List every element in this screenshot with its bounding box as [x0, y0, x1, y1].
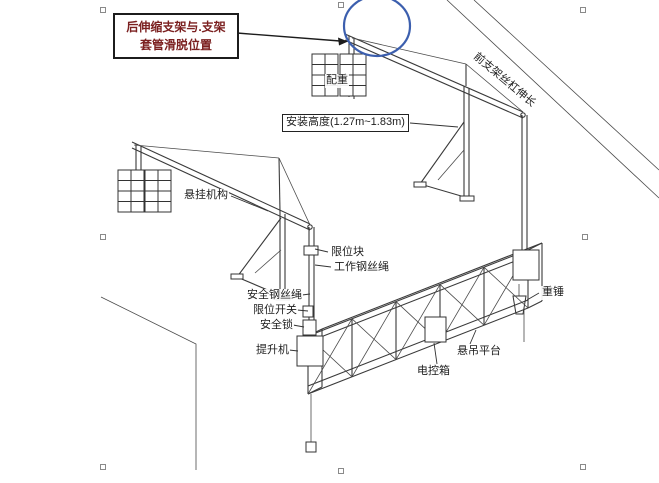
hoist-left-part	[296, 335, 324, 367]
suspended-platform-structure	[296, 242, 543, 395]
callout-line2: 套管滑脱位置	[139, 38, 212, 52]
callout-arrow-head	[338, 37, 348, 46]
label-suspension-mechanism: 悬挂机构	[183, 189, 229, 203]
label-counterweight: 配重	[325, 74, 349, 88]
limit-block-part	[303, 245, 319, 256]
resize-handle-bottom-left[interactable]	[100, 464, 106, 470]
label-safety-lock: 安全锁	[259, 319, 294, 333]
safety-lock-part	[302, 319, 317, 336]
highlight-group	[236, 0, 412, 58]
building-edge-lines	[100, 0, 659, 470]
left-suspension-mechanism	[117, 141, 313, 301]
callout-box: 后伸缩支架与.支架 套管滑脱位置	[113, 13, 239, 59]
label-plumb-weight: 重锤	[541, 286, 565, 300]
resize-handle-top-center[interactable]	[338, 2, 344, 8]
resize-handle-top-left[interactable]	[100, 7, 106, 13]
hoist-right-part	[512, 249, 540, 281]
resize-handle-bottom-right[interactable]	[580, 464, 586, 470]
resize-handle-middle-left[interactable]	[100, 234, 106, 240]
highlight-circle	[342, 0, 412, 58]
label-suspended-platform: 悬吊平台	[456, 345, 502, 359]
limit-switch-part	[302, 305, 314, 318]
resize-handle-top-right[interactable]	[580, 7, 586, 13]
resize-handle-middle-right[interactable]	[582, 234, 588, 240]
label-control-box: 电控箱	[416, 365, 451, 379]
callout-line1: 后伸缩支架与.支架	[126, 20, 226, 34]
label-install-height: 安装高度(1.27m~1.83m)	[282, 114, 409, 132]
counterweight-stack-left	[117, 169, 172, 213]
label-hoist: 提升机	[255, 344, 290, 358]
control-box-part	[424, 316, 447, 343]
callout-arrow-line	[236, 32, 341, 42]
label-limit-switch: 限位开关	[252, 304, 298, 318]
resize-handle-bottom-center[interactable]	[338, 468, 344, 474]
label-working-rope: 工作钢丝绳	[333, 261, 390, 275]
leader-lines	[230, 122, 540, 365]
label-safety-rope: 安全钢丝绳	[246, 289, 303, 303]
label-limit-block: 限位块	[330, 246, 365, 260]
wire-ropes	[303, 115, 528, 453]
